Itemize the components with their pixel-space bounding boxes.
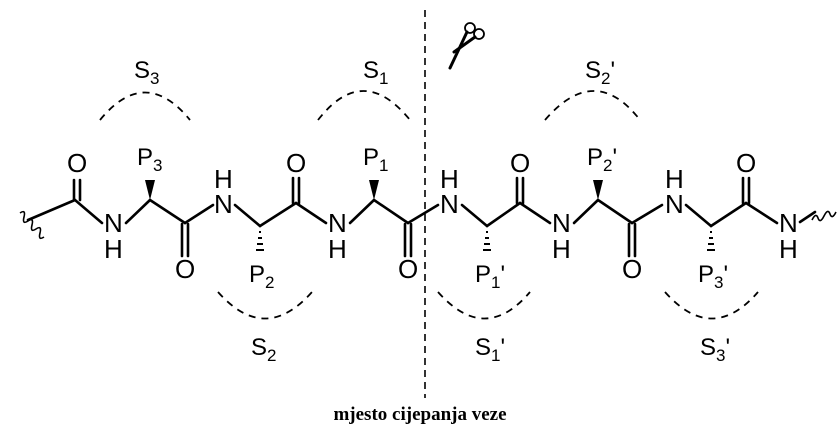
oxygen-atom: O [175, 254, 195, 284]
wedge-bond-p1 [369, 180, 379, 200]
nitrogen-atom: N [552, 208, 571, 238]
residue-label-p3: P3 [137, 144, 162, 175]
subsite-label-s3-prime: S3' [700, 334, 730, 365]
hydrogen-atom: H [552, 234, 571, 264]
subsite-label-s2: S2 [251, 334, 276, 365]
backbone [26, 176, 817, 258]
oxygen-atom: O [67, 148, 87, 178]
nitrogen-atom: N [104, 208, 123, 238]
chain-end-left [19, 210, 45, 240]
oxygen-atom: O [622, 254, 642, 284]
hydrogen-atom: H [328, 234, 347, 264]
oxygen-atom: O [510, 148, 530, 178]
nitrogen-atom: N [328, 208, 347, 238]
residue-label-p1-prime: P1' [475, 261, 505, 292]
oxygen-atom: O [398, 254, 418, 284]
hash-bond-p3-prime [707, 231, 715, 251]
oxygen-atom: O [286, 148, 306, 178]
hash-bond-p1-prime [483, 231, 491, 251]
subsite-label-s1-prime: S1' [475, 334, 505, 365]
hydrogen-atom: H [214, 164, 233, 194]
subsite-label-s1: S1 [363, 57, 388, 88]
subsite-label-s3: S3 [134, 57, 159, 88]
residue-label-p1: P1 [363, 144, 388, 175]
residue-label-p2-prime: P2' [587, 144, 617, 175]
pocket-s3-prime [664, 291, 759, 320]
pocket-s1-prime [437, 291, 531, 320]
nitrogen-atom: N [214, 189, 233, 219]
nitrogen-atom: N [665, 189, 684, 219]
hydrogen-atom: H [779, 234, 798, 264]
hydrogen-atom: H [440, 164, 459, 194]
hydrogen-atom: H [665, 164, 684, 194]
oxygen-atom: O [736, 148, 756, 178]
chain-end-right [811, 210, 837, 222]
scissors-icon [448, 22, 485, 70]
wedge-bond-p2-prime [593, 180, 603, 200]
pocket-s2-prime [544, 90, 641, 121]
hydrogen-atom: H [104, 234, 123, 264]
pocket-s2 [217, 291, 313, 320]
subsite-label-s2-prime: S2' [585, 57, 615, 88]
pocket-s3 [99, 91, 191, 121]
pocket-s1 [317, 90, 411, 121]
cleavage-site-caption: mjesto cijepanja veze [333, 404, 506, 425]
wedge-bond-p3 [145, 180, 155, 200]
hash-bond-p2 [256, 231, 264, 251]
nitrogen-atom: N [440, 189, 459, 219]
residue-label-p2: P2 [249, 261, 274, 292]
residue-label-p3-prime: P3' [698, 261, 728, 292]
nitrogen-atom: N [779, 208, 798, 238]
